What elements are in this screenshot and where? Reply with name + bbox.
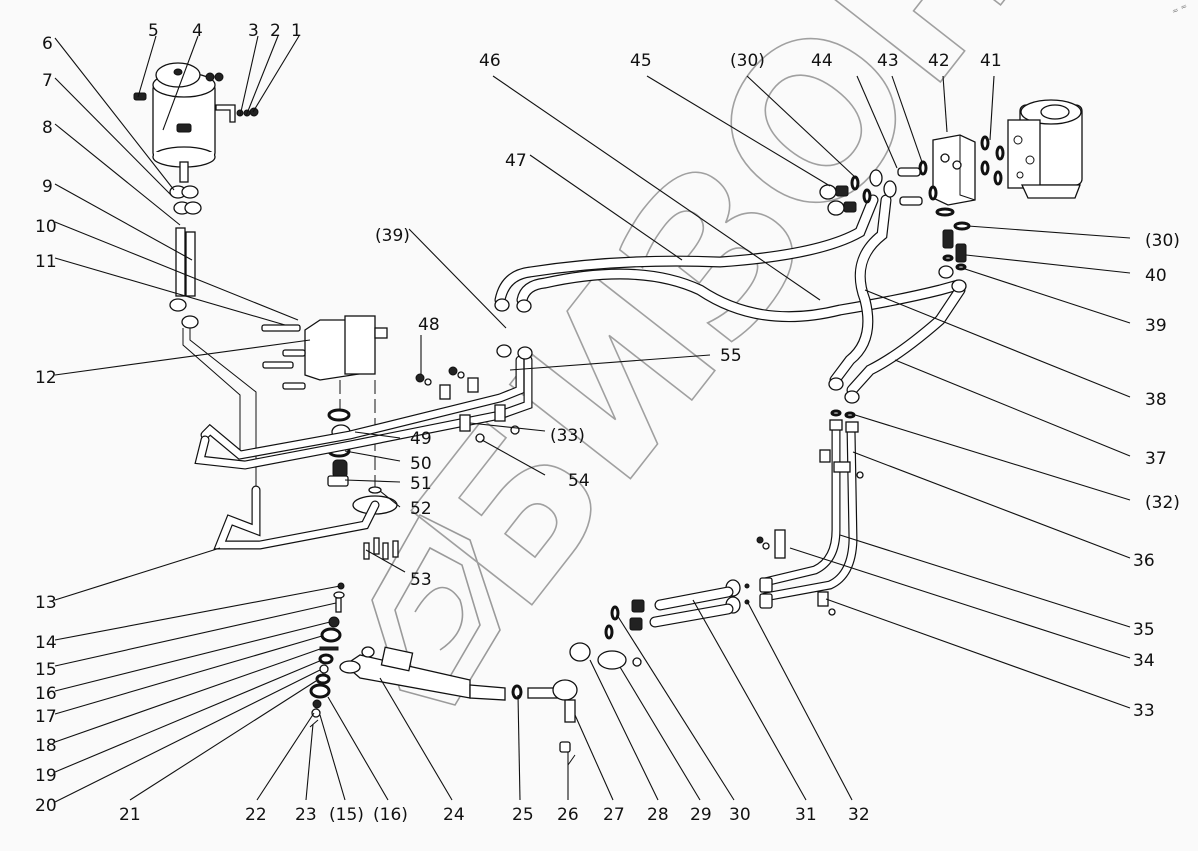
bolts-53 bbox=[363, 537, 399, 560]
callout-32-ref: (32) bbox=[1145, 493, 1180, 513]
callout-7: 7 bbox=[42, 71, 53, 91]
hydraulic-cylinder bbox=[339, 646, 506, 701]
steering-valve-block bbox=[897, 134, 1005, 217]
callout-46: 46 bbox=[479, 51, 501, 71]
callout-43: 43 bbox=[877, 51, 899, 71]
callout-24: 24 bbox=[443, 805, 465, 825]
callout-30-ref-right: (30) bbox=[1145, 231, 1180, 251]
hoses-upper bbox=[494, 194, 966, 396]
callout-39-ref: (39) bbox=[375, 226, 410, 246]
watermark-text: БИЗОН bbox=[366, 0, 1076, 651]
callout-26: 26 bbox=[557, 805, 579, 825]
callout-32: 32 bbox=[848, 805, 870, 825]
callout-42: 42 bbox=[928, 51, 950, 71]
callout-19: 19 bbox=[35, 766, 57, 786]
callout-47: 47 bbox=[505, 151, 527, 171]
callout-30: 30 bbox=[729, 805, 751, 825]
adapters-39-40 bbox=[938, 221, 971, 293]
oil-reservoir bbox=[133, 62, 259, 183]
callout-39: 39 bbox=[1145, 316, 1167, 336]
callout-55: 55 bbox=[720, 346, 742, 366]
corner-mark: ≈ ≈ bbox=[1170, 1, 1188, 16]
callout-50: 50 bbox=[410, 454, 432, 474]
callout-30-ref-top: (30) bbox=[730, 51, 765, 71]
callout-labels: 1 2 3 4 5 6 7 8 9 10 11 12 13 14 15 16 1… bbox=[35, 21, 1180, 825]
callout-33-ref: (33) bbox=[550, 426, 585, 446]
callout-28: 28 bbox=[647, 805, 669, 825]
callout-15-ref: (15) bbox=[329, 805, 364, 825]
pipes-right bbox=[756, 377, 864, 616]
callout-33: 33 bbox=[1133, 701, 1155, 721]
callout-16-ref: (16) bbox=[373, 805, 408, 825]
callout-15: 15 bbox=[35, 660, 57, 680]
leader-lines bbox=[54, 35, 1131, 803]
reservoir-fittings bbox=[169, 185, 257, 490]
callout-6: 6 bbox=[42, 34, 53, 54]
callout-44: 44 bbox=[811, 51, 833, 71]
callout-2: 2 bbox=[270, 21, 281, 41]
callout-4: 4 bbox=[192, 21, 203, 41]
callout-13: 13 bbox=[35, 593, 57, 613]
callout-35: 35 bbox=[1133, 620, 1155, 640]
callout-8: 8 bbox=[42, 118, 53, 138]
callout-18: 18 bbox=[35, 736, 57, 756]
callout-45: 45 bbox=[630, 51, 652, 71]
callout-38: 38 bbox=[1145, 390, 1167, 410]
hoses-lower bbox=[604, 577, 773, 640]
callout-16: 16 bbox=[35, 684, 57, 704]
callout-25: 25 bbox=[512, 805, 534, 825]
callout-3: 3 bbox=[248, 21, 259, 41]
callout-49: 49 bbox=[410, 429, 432, 449]
callout-27: 27 bbox=[603, 805, 625, 825]
callout-52: 52 bbox=[410, 499, 432, 519]
callout-40: 40 bbox=[1145, 266, 1167, 286]
callout-5: 5 bbox=[148, 21, 159, 41]
callout-34: 34 bbox=[1133, 651, 1155, 671]
callout-23: 23 bbox=[295, 805, 317, 825]
callout-51: 51 bbox=[410, 474, 432, 494]
steering-unit-orbitrol bbox=[1007, 99, 1083, 199]
callout-37: 37 bbox=[1145, 449, 1167, 469]
callout-53: 53 bbox=[410, 570, 432, 590]
callout-11: 11 bbox=[35, 252, 57, 272]
pin-and-washers-14-23 bbox=[309, 582, 345, 728]
callout-17: 17 bbox=[35, 707, 57, 727]
callout-10: 10 bbox=[35, 217, 57, 237]
callout-31: 31 bbox=[795, 805, 817, 825]
callout-14: 14 bbox=[35, 633, 57, 653]
hydraulic-pump bbox=[261, 315, 388, 490]
callout-29: 29 bbox=[690, 805, 712, 825]
callout-41: 41 bbox=[980, 51, 1002, 71]
callout-21: 21 bbox=[119, 805, 141, 825]
callout-9: 9 bbox=[42, 177, 53, 197]
callout-20: 20 bbox=[35, 796, 57, 816]
callout-54: 54 bbox=[568, 471, 590, 491]
callout-22: 22 bbox=[245, 805, 267, 825]
callout-48: 48 bbox=[418, 315, 440, 335]
tie-rod-end bbox=[511, 642, 642, 766]
callout-36: 36 bbox=[1133, 551, 1155, 571]
pipes-left bbox=[194, 344, 533, 550]
callout-12: 12 bbox=[35, 368, 57, 388]
callout-1: 1 bbox=[291, 21, 302, 41]
banjo-bolts-44-45 bbox=[819, 169, 897, 216]
